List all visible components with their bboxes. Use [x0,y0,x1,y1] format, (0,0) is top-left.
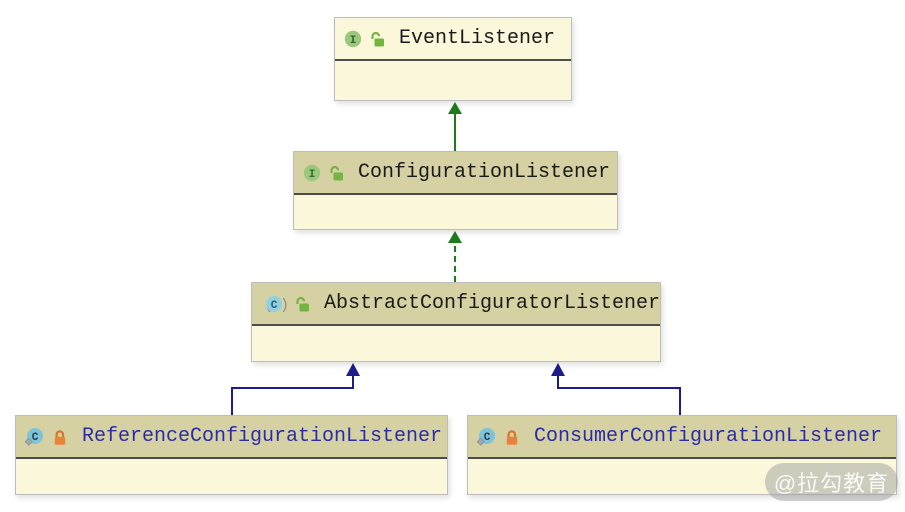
class-name: ConsumerConfigurationListener [534,425,883,448]
class-icon: C [477,427,497,447]
abstract-class-icon: ( C ) [261,294,287,314]
locked-icon [503,428,521,446]
watermark-badge: @拉勾教育 [765,463,898,501]
interface-icon: I [344,30,362,48]
edge-extends-consumerconfigurationlistener-abstractconfiguratorlistener[interactable] [551,363,681,415]
svg-text:C: C [484,432,491,444]
node-header[interactable]: I ConfigurationListener [294,152,617,195]
edge-implements-abstractconfiguratorlistener-configurationlistener[interactable] [448,231,462,282]
svg-text:I: I [350,35,357,47]
svg-text:C: C [32,432,39,444]
node-header[interactable]: C ConsumerConfigurationListener [468,416,896,459]
svg-text:C: C [271,300,278,312]
node-header[interactable]: C ReferenceConfigurationListener [16,416,447,459]
edge-extends-referenceconfigurationlistener-abstractconfiguratorlistener[interactable] [231,363,360,415]
class-node-configurationlistener[interactable]: I ConfigurationListener [293,151,618,230]
class-node-eventlistener[interactable]: I EventListener [334,17,572,101]
class-name: EventListener [399,27,556,50]
class-name: AbstractConfiguratorListener [324,292,661,315]
svg-text:I: I [309,169,316,181]
edge-extends-configurationlistener-eventlistener[interactable] [448,102,462,151]
class-node-consumerconfigurationlistener[interactable]: C ConsumerConfigurationListener [467,415,897,495]
watermark-text: @拉勾教育 [773,471,890,496]
class-name: ConfigurationListener [358,161,611,184]
unlocked-icon [327,164,345,182]
interface-icon: I [303,164,321,182]
locked-icon [51,428,69,446]
class-name: ReferenceConfigurationListener [82,425,443,448]
svg-text:): ) [280,297,287,314]
class-icon: C [25,427,45,447]
unlocked-icon [293,295,311,313]
node-header[interactable]: I EventListener [335,18,571,61]
class-node-referenceconfigurationlistener[interactable]: C ReferenceConfigurationListener [15,415,448,495]
node-header[interactable]: ( C ) AbstractConfiguratorListener [252,283,660,326]
unlocked-icon [368,30,386,48]
class-node-abstractconfiguratorlistener[interactable]: ( C ) AbstractConfiguratorListener [251,282,661,362]
